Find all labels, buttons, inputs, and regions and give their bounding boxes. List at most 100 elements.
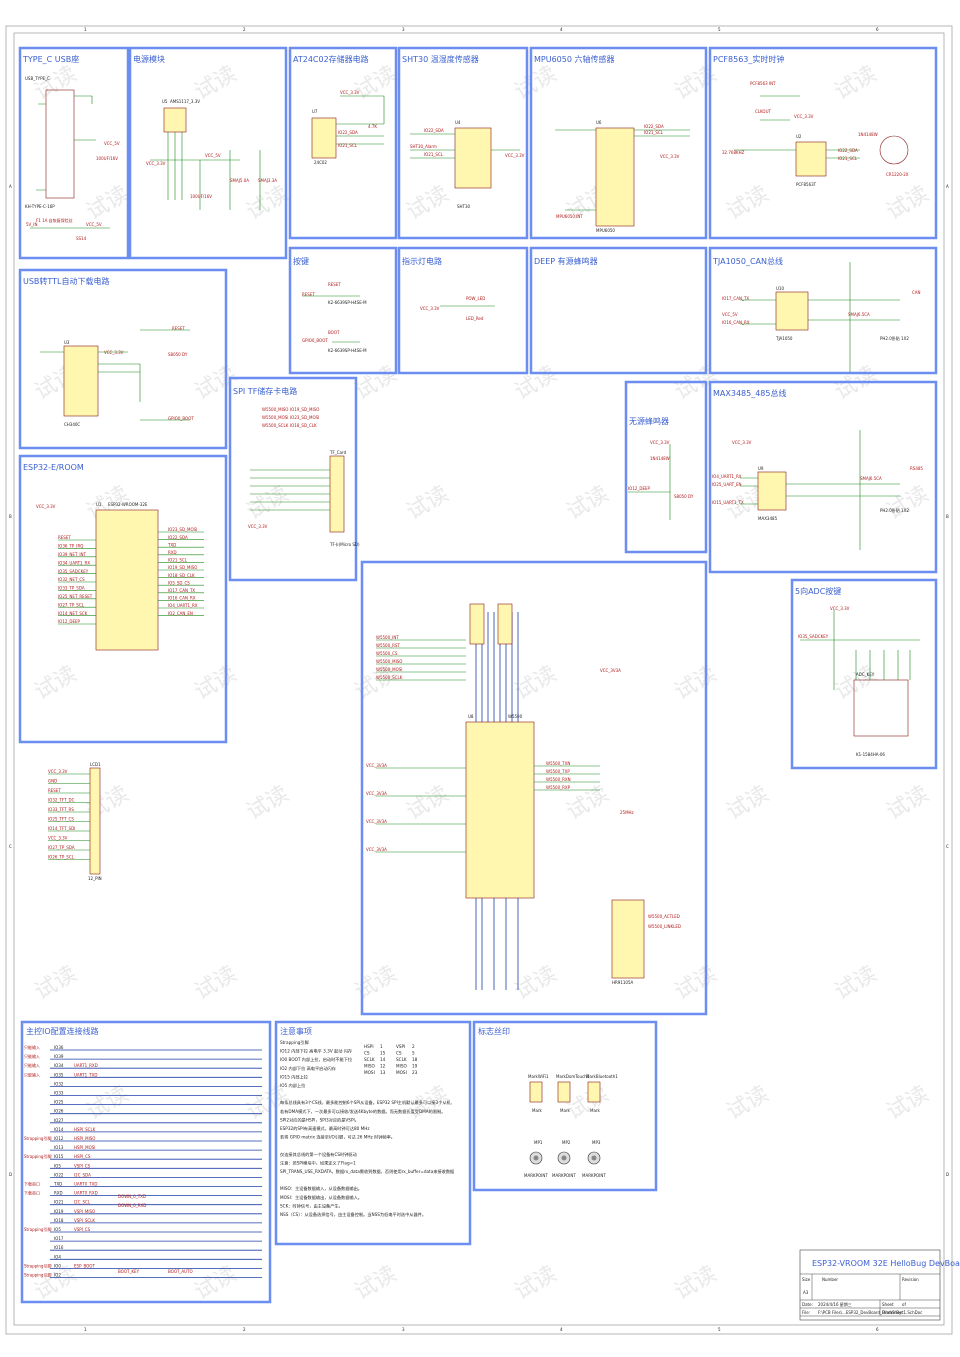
block-title: AT24C02存储器电路	[293, 54, 369, 64]
watermark-text: 试读	[722, 1082, 773, 1126]
svg-text:VCC_3.3V: VCC_3.3V	[420, 306, 440, 311]
note-cell: 13	[380, 1070, 386, 1075]
grid-row-label: B	[9, 514, 12, 519]
watermark-text: 试读	[242, 482, 293, 526]
grid-row-label: A	[946, 184, 949, 189]
watermark-text: 试读	[671, 962, 722, 1006]
svg-text:VCC_3.3V: VCC_3.3V	[650, 440, 670, 445]
watermark-text: 试读	[511, 62, 562, 106]
note-cell: MOSI	[396, 1070, 407, 1075]
watermark-text: 试读	[191, 362, 242, 406]
svg-text:VCC_3.3V: VCC_3.3V	[830, 606, 850, 611]
io-extra: BOOT_KEY	[118, 1269, 140, 1274]
svg-text:SHT30: SHT30	[457, 204, 471, 209]
svg-text:ADC_KEY: ADC_KEY	[856, 672, 875, 677]
io-extra: DOWN_0_TXD	[118, 1194, 146, 1199]
note-cell: 2	[412, 1044, 415, 1049]
block-title: MAX3485_485总线	[713, 388, 786, 398]
watermark-text: 试读	[351, 962, 402, 1006]
svg-text:K2-6639SP-H4SE-M: K2-6639SP-H4SE-M	[328, 348, 367, 353]
block-sht30: SHT30 温湿度传感器 U4 SHT30 IO22_SDA SHT30_Ala…	[397, 46, 529, 240]
sheet-frame	[5, 25, 953, 1335]
net-label: IO12_DEEP	[58, 619, 81, 624]
markpoint-label: MARKPOINT	[524, 1173, 548, 1178]
watermark-text: 试读	[511, 362, 562, 406]
io-tag: 只能输入	[24, 1071, 40, 1077]
note-cell: CS	[396, 1051, 402, 1056]
io-net: HSPI_MISO	[74, 1136, 95, 1141]
note-cell: 15	[380, 1051, 386, 1056]
block-eeprom: AT24C02存储器电路 U7 24C02 VCC_3.3V IO22_SDA …	[288, 46, 398, 240]
svg-text:KH-TYPE-C-16P: KH-TYPE-C-16P	[25, 204, 55, 209]
io-pin: IO35	[54, 1072, 64, 1077]
svg-text:SMAJ6.5CA: SMAJ6.5CA	[848, 312, 870, 317]
io-extra: DOWN_0_RXD	[118, 1203, 146, 1208]
net-label: W5500_CS	[376, 651, 398, 656]
io-pin: IO39	[54, 1054, 64, 1059]
grid-col-label: 4	[560, 1327, 563, 1332]
svg-text:IO21_SCL: IO21_SCL	[838, 156, 858, 161]
svg-text:SS14: SS14	[76, 236, 87, 241]
grid-col-label: 3	[402, 27, 405, 32]
mark-label: MarkDomTouch1	[556, 1074, 590, 1079]
io-tag: 只能输入	[24, 1062, 40, 1068]
grid-row-label: C	[946, 844, 949, 849]
svg-text:VCC_3.3V: VCC_3.3V	[146, 161, 166, 166]
io-net: HSPI_CS	[74, 1154, 91, 1159]
watermark-text: 试读	[511, 1262, 562, 1306]
svg-text:VCC_3.3V: VCC_3.3V	[340, 90, 360, 95]
net-label: IO18_SD_CLK	[168, 573, 195, 578]
svg-text:IO21_SCL: IO21_SCL	[424, 152, 444, 157]
svg-text:Size: Size	[802, 1277, 811, 1282]
svg-text:MPU6050 INT: MPU6050 INT	[556, 214, 583, 219]
block-title: 标志丝印	[478, 1026, 510, 1036]
io-tag: Strapping引脚	[24, 1153, 51, 1159]
net-label: W5500_RXP	[546, 785, 571, 790]
svg-text:VCC_3.3V: VCC_3.3V	[505, 153, 525, 158]
block-esp32: ESP32-E/ROOM VCC_3.3V U1 ESP32-WROOM-32E…	[18, 454, 228, 744]
note-line: Strapping引脚	[280, 1039, 309, 1046]
svg-text:SMAJ5.0A: SMAJ5.0A	[230, 178, 249, 183]
watermark-text: 试读	[191, 962, 242, 1006]
svg-text:CH340C: CH340C	[64, 422, 80, 427]
block-rtc: PCF8563_实时时钟 PCF8563 INT CLKOUT IO22_SDA…	[708, 46, 938, 240]
svg-text:GPIO0_BOOT: GPIO0_BOOT	[302, 338, 328, 343]
mark-label: MarkBluetooth1	[586, 1074, 618, 1079]
net-label: IO27_TP_SCL	[58, 602, 85, 607]
grid-col-label: 5	[718, 1327, 721, 1332]
note-line: 注意：若SPI模块中，如果定义了Flag=1	[280, 1159, 356, 1166]
net-label: TXD	[167, 542, 176, 547]
grid-col-label: 6	[876, 27, 879, 32]
io-pin: IO2	[54, 1273, 61, 1278]
svg-text:RESET: RESET	[302, 292, 315, 297]
svg-text:of: of	[902, 1302, 906, 1307]
markpoint-id: MP1	[534, 1140, 543, 1145]
svg-text:IO22_SDA: IO22_SDA	[338, 130, 358, 135]
note-cell: MOSI	[364, 1070, 375, 1075]
mark-item: Mark	[560, 1108, 571, 1113]
net-label: IO16_CAN_RX	[168, 596, 196, 601]
svg-text:S8050 DY: S8050 DY	[168, 352, 188, 357]
block-title: TYPE_C USB座	[22, 54, 79, 64]
block-ethernet: U8 W5500 W5500_INTW5500_RSTW5500_CSW5500…	[360, 560, 708, 1016]
svg-text:AMS1117_3.3V: AMS1117_3.3V	[170, 99, 200, 104]
io-pin: IO26	[54, 1109, 64, 1114]
note-cell: SCLK	[396, 1057, 407, 1062]
note-line: ESP32的SPI有高速模式，最高时钟可达80 MHz	[280, 1125, 370, 1132]
svg-text:Drawn By:: Drawn By:	[882, 1310, 902, 1315]
note-cell: 1	[380, 1044, 383, 1049]
grid-row-label: D	[946, 1172, 949, 1177]
svg-text:IO19_SD_MISO: IO19_SD_MISO	[290, 407, 319, 412]
block-title: PCF8563_实时时钟	[713, 54, 784, 64]
svg-text:IO22_SDA: IO22_SDA	[424, 128, 444, 133]
note-cell: SCLK	[364, 1057, 375, 1062]
svg-text:GPIO0_BOOT: GPIO0_BOOT	[168, 416, 194, 421]
svg-text:S8050 DY: S8050 DY	[674, 494, 694, 499]
svg-text:IO16_CAN_RX: IO16_CAN_RX	[722, 320, 750, 325]
grid-col-label: 1	[84, 1327, 87, 1332]
io-net: UART0_RXD	[74, 1191, 98, 1196]
block-title: TJA1050_CAN总线	[712, 256, 783, 266]
svg-text:Number: Number	[822, 1277, 838, 1282]
